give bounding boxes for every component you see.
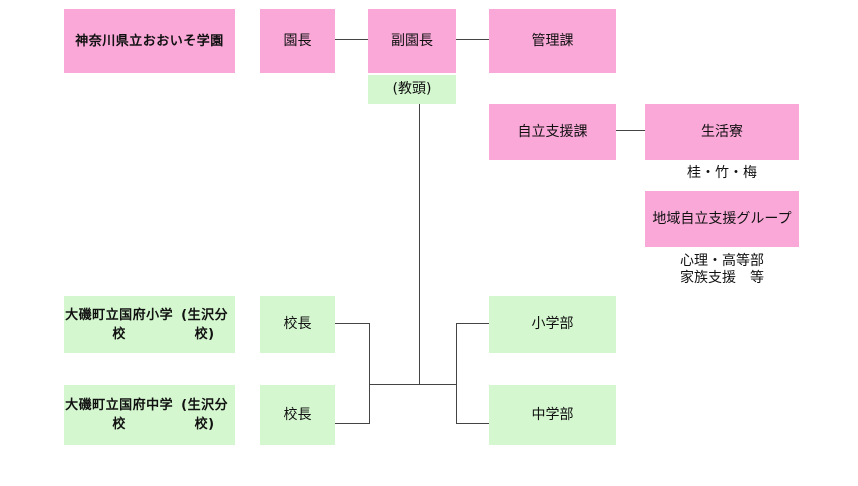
principal-elementary-label: 校長 <box>283 316 312 332</box>
junior-high-school-box: 大磯町立国府中学校 (生沢分校) <box>64 385 235 445</box>
principal-junior-label: 校長 <box>283 406 312 423</box>
head-teacher-box: (教頭) <box>368 75 456 104</box>
support-group-box: 地域自立支援 グループ <box>645 191 799 247</box>
junior-high-school-line2: (生沢分校) <box>181 398 229 432</box>
director-label: 園長 <box>283 32 312 49</box>
admin-division-box: 管理課 <box>489 9 616 73</box>
institution-name-box: 神奈川県立 おおいそ学園 <box>64 9 235 73</box>
independence-division-label: 自立支援課 <box>517 123 588 140</box>
institution-name-line2: おおいそ学園 <box>142 33 224 49</box>
connector-junior-dept <box>456 423 489 424</box>
principal-junior-box: 校長 <box>260 385 335 445</box>
connector-independence-dormitory <box>616 130 645 131</box>
dormitory-label: 生活寮 <box>701 123 743 140</box>
elementary-dept-label: 小学部 <box>531 316 574 332</box>
support-group-roles-line1: 心理・高等部 <box>680 253 764 269</box>
connector-principal-elementary <box>335 323 370 324</box>
support-group-line2: グループ <box>736 210 792 227</box>
junior-high-school-line1: 大磯町立国府中学校 <box>65 398 174 432</box>
principal-elementary-box: 校長 <box>260 296 335 353</box>
institution-name-line1: 神奈川県立 <box>75 33 143 49</box>
connector-principal-junior <box>335 423 370 424</box>
independence-division-box: 自立支援課 <box>489 104 616 160</box>
support-group-roles-line2: 家族支援 等 <box>680 270 764 286</box>
head-teacher-label: (教頭) <box>392 81 432 97</box>
connector-director-vice <box>335 39 368 40</box>
connector-principals-vertical <box>369 323 370 424</box>
dormitory-box: 生活寮 <box>645 104 799 160</box>
connector-vice-admin <box>456 39 489 40</box>
support-group-line1: 地域自立支援 <box>652 210 737 227</box>
vice-director-label: 副園長 <box>391 32 433 49</box>
junior-high-dept-label: 中学部 <box>531 406 574 423</box>
connector-vice-trunk <box>419 104 420 384</box>
elementary-school-line1: 大磯町立国府小学校 <box>65 307 174 342</box>
junior-high-dept-box: 中学部 <box>489 385 616 445</box>
elementary-school-box: 大磯町立国府小学校 (生沢分校) <box>64 296 235 353</box>
connector-elementary-dept <box>456 323 489 324</box>
connector-trunk-horizontal <box>369 384 457 385</box>
connector-depts-vertical <box>456 323 457 424</box>
elementary-school-line2: (生沢分校) <box>181 307 229 342</box>
dormitory-units: 桂・竹・梅 <box>687 165 757 181</box>
support-group-roles: 心理・高等部 家族支援 等 <box>645 253 799 287</box>
director-box: 園長 <box>260 9 335 73</box>
vice-director-box: 副園長 <box>368 9 456 73</box>
admin-division-label: 管理課 <box>531 32 574 49</box>
elementary-dept-box: 小学部 <box>489 296 616 353</box>
